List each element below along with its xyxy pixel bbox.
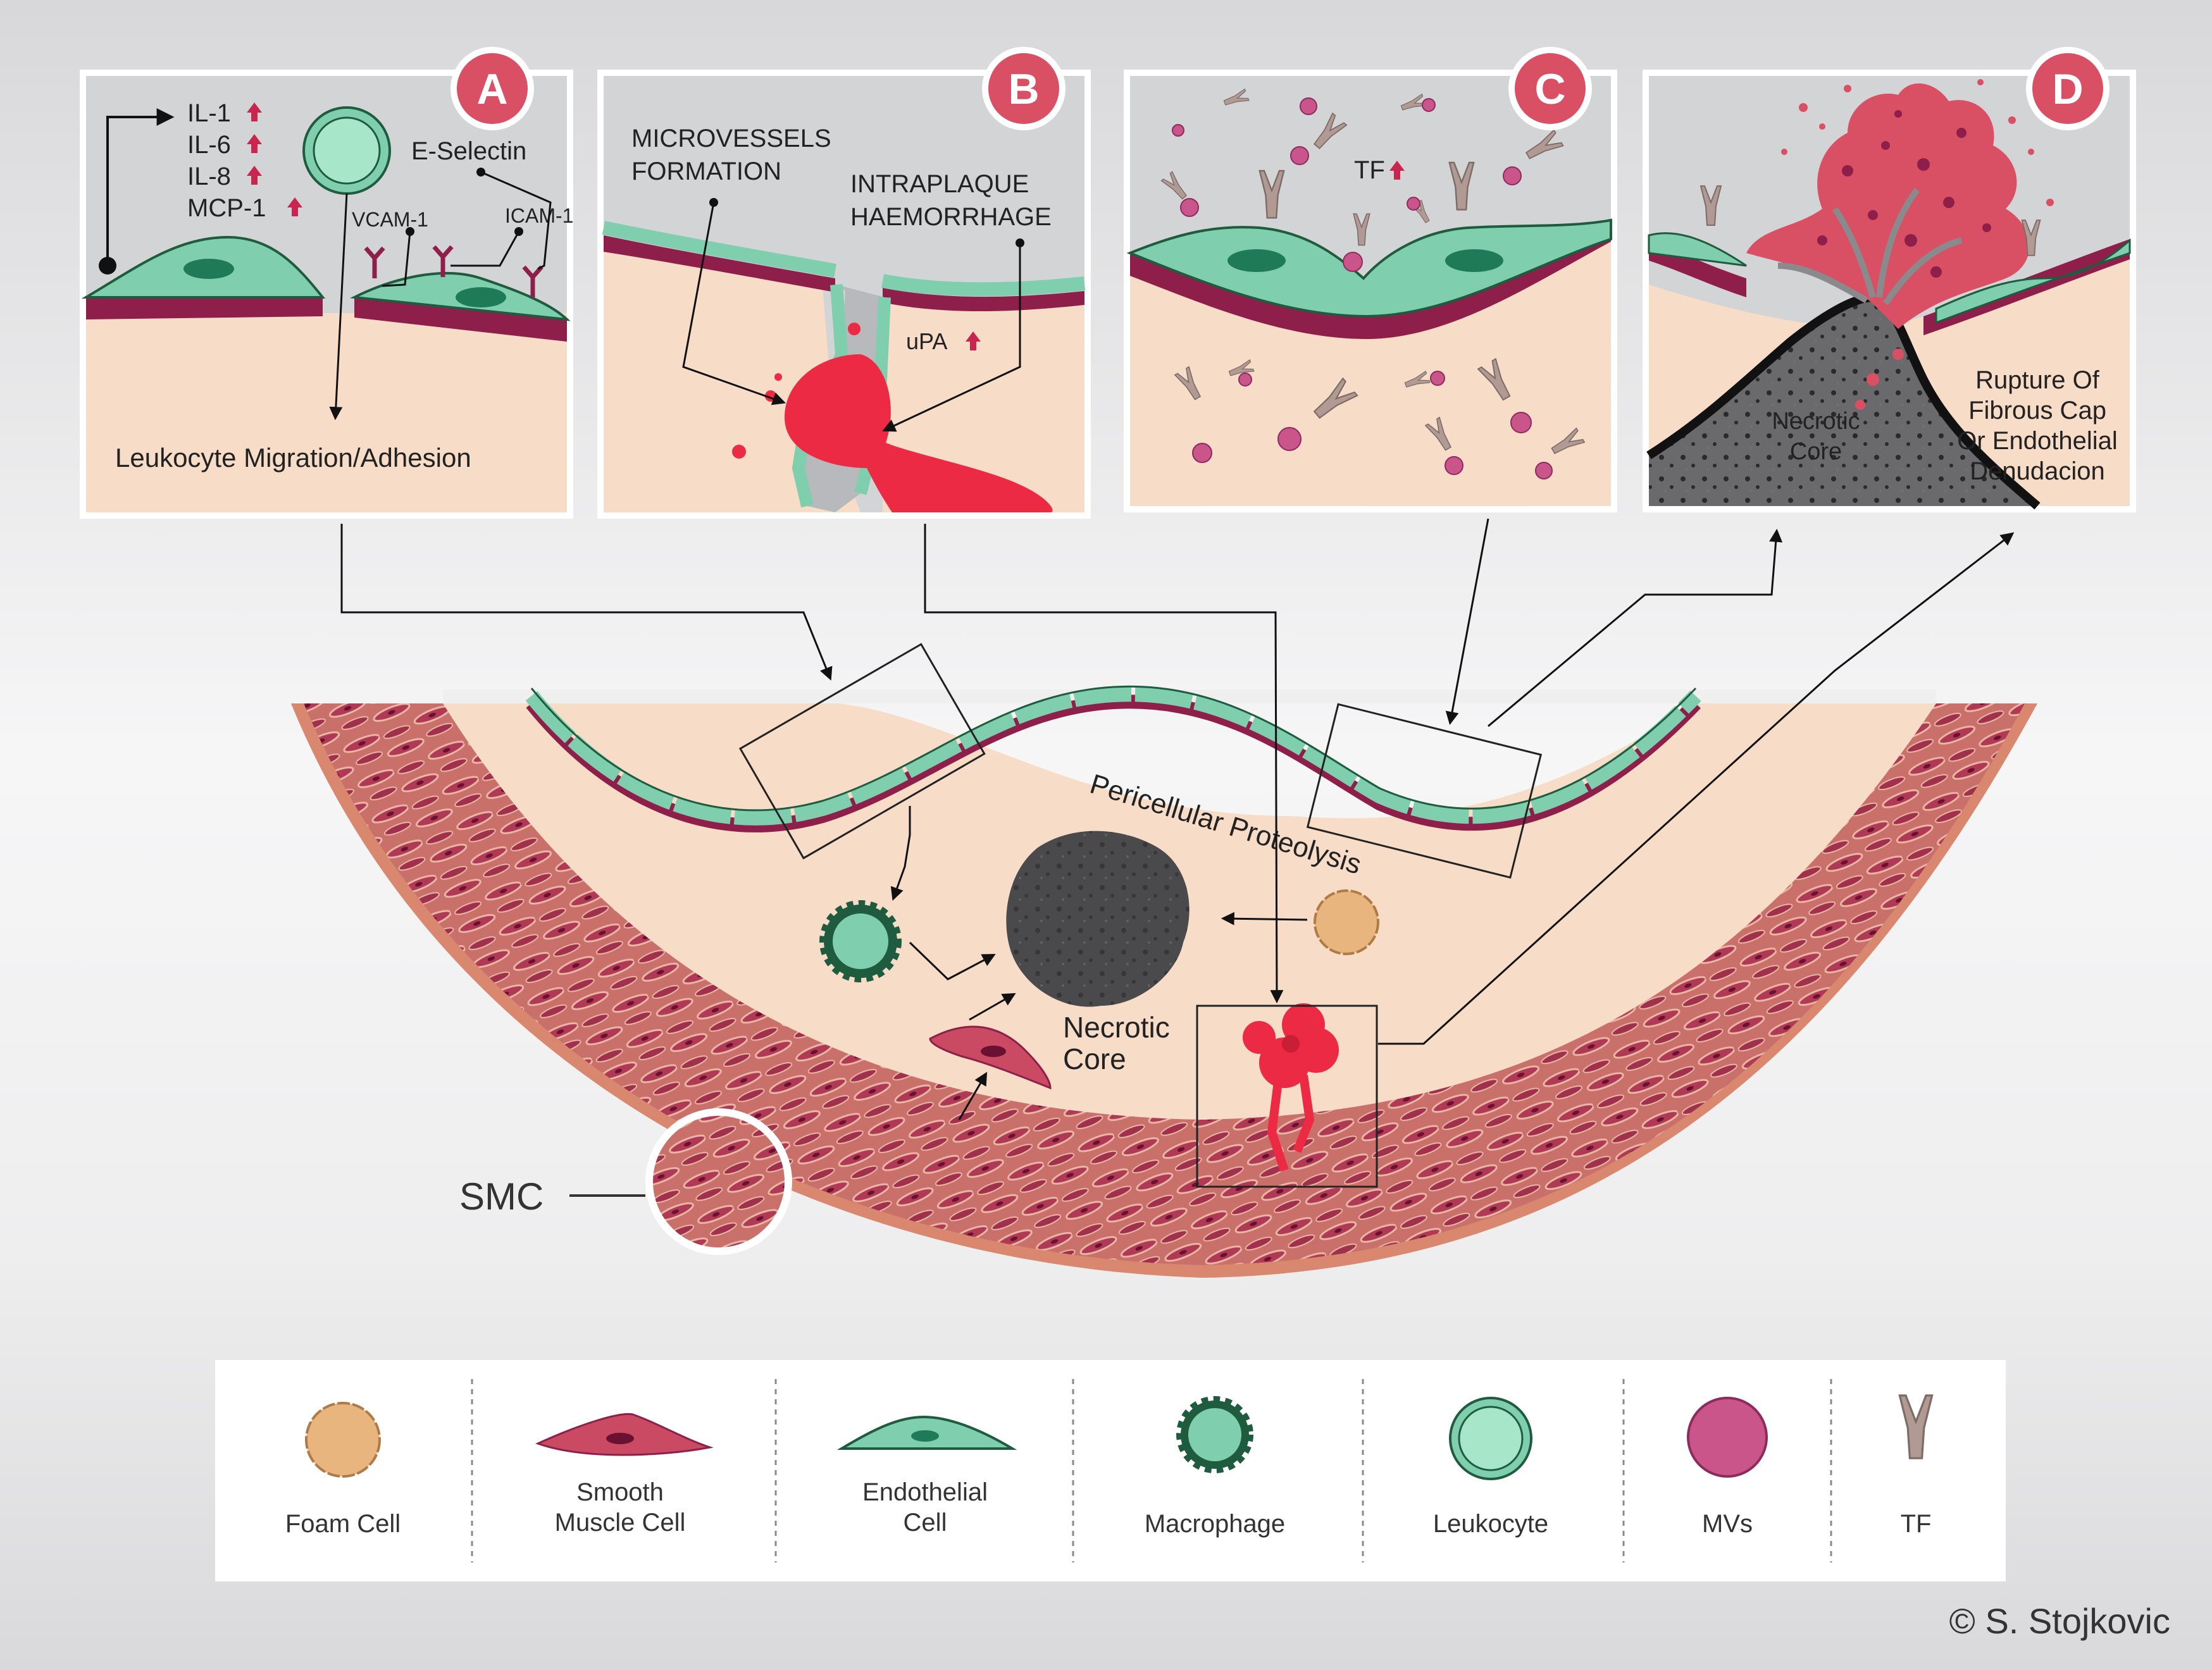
- leukocyte-migration-caption: Leukocyte Migration/Adhesion: [115, 443, 471, 473]
- legend-label-foam-cell: Foam Cell: [285, 1510, 401, 1538]
- legend-label-macrophage: Macrophage: [1145, 1510, 1285, 1538]
- microvessels-label-2: FORMATION: [631, 158, 781, 185]
- cytokine-il6: IL-6: [187, 131, 231, 159]
- vcam-receptor-icon: [364, 246, 385, 278]
- rupture-label-1: Rupture Of: [1975, 366, 2100, 394]
- copyright-label: © S. Stojkovic: [1949, 1601, 2170, 1641]
- e-selectin-label: E-Selectin: [411, 137, 526, 165]
- intraplaque-label-2: HAEMORRHAGE: [850, 203, 1052, 231]
- legend-mvs-icon: [1687, 1397, 1768, 1478]
- legend-label-endothelial: Endothelial: [862, 1478, 988, 1506]
- main-necrotic-core-label-2: Core: [1063, 1042, 1126, 1075]
- mvs-particles: [1172, 97, 1553, 479]
- rupture-label-4: Denudacion: [1970, 457, 2105, 485]
- upa-label: uPA: [906, 328, 947, 354]
- foam-cell-icon: [1314, 889, 1379, 955]
- legend-label-mvs: MVs: [1702, 1510, 1753, 1538]
- main-necrotic-core-label-1: Necrotic: [1063, 1011, 1170, 1044]
- panel-c-letter: C: [1534, 65, 1565, 113]
- legend-label-muscle-cell: Muscle Cell: [555, 1509, 686, 1537]
- rupture-label-3: Or Endothelial: [1957, 427, 2117, 455]
- smc-zoom-circle: [645, 1108, 792, 1255]
- selectin-receptor-icon: [522, 265, 544, 297]
- smc-label: SMC: [459, 1175, 544, 1218]
- icam-receptor-icon: [432, 245, 454, 277]
- necrotic-core-label-2: Core: [1790, 438, 1842, 465]
- panel-a-letter: A: [476, 65, 507, 113]
- cytokine-mcp1: MCP-1: [187, 194, 266, 222]
- tf-label: TF: [1354, 156, 1385, 184]
- necrotic-core-label-1: Necrotic: [1772, 408, 1860, 435]
- panel-b: MICROVESSELS FORMATION INTRAPLAQUE HAEMO…: [597, 47, 1091, 519]
- microvessels-label-1: MICROVESSELS: [631, 125, 831, 152]
- endothelium-layer: [525, 686, 1701, 826]
- zoom-box-c: [1306, 703, 1543, 879]
- legend-foam-cell-icon: [305, 1402, 381, 1478]
- panel-a-badge: [457, 53, 528, 124]
- panel-b-badge: [988, 53, 1059, 124]
- legend-label-tf: TF: [1901, 1510, 1932, 1538]
- endothelial-cell: [1126, 218, 1612, 318]
- legend-label-smooth: Smooth: [576, 1478, 664, 1506]
- smooth-muscle-cell-icon: [929, 1025, 1052, 1090]
- rupture-label-2: Fibrous Cap: [1968, 397, 2106, 424]
- panel-b-letter: B: [1008, 65, 1039, 113]
- legend-label-leukocyte: Leukocyte: [1433, 1510, 1548, 1538]
- zoom-box-b: [1196, 1005, 1378, 1188]
- vcam-label: VCAM-1: [352, 208, 428, 231]
- panel-c-badge: [1515, 53, 1586, 124]
- panel-a: IL-1 IL-6 IL-8 MCP-1 E-Selectin VCAM-1 I…: [80, 47, 573, 519]
- zoom-box-a: [738, 643, 986, 860]
- panel-d: Necrotic Core Rupture Of Fibrous Cap Or …: [1643, 47, 2136, 512]
- legend-label-cell: Cell: [904, 1509, 947, 1537]
- panel-d-badge: [2032, 53, 2103, 124]
- haemorrhage-blood: [785, 354, 1053, 512]
- panel-c: TF: [1124, 47, 1617, 512]
- panel-d-letter: D: [2052, 65, 2083, 113]
- intraplaque-haemorrhage: [1243, 1003, 1339, 1172]
- intraplaque-label-1: INTRAPLAQUE: [850, 170, 1029, 198]
- cytokine-il8: IL-8: [187, 163, 231, 190]
- icam-label: ICAM-1: [505, 204, 573, 227]
- rupture-eruption: [1746, 83, 2030, 329]
- cytokine-il1: IL-1: [187, 99, 231, 127]
- signal-dot: [99, 257, 116, 275]
- legend: Foam Cell Smooth Muscle Cell Endothelial…: [215, 1360, 2006, 1581]
